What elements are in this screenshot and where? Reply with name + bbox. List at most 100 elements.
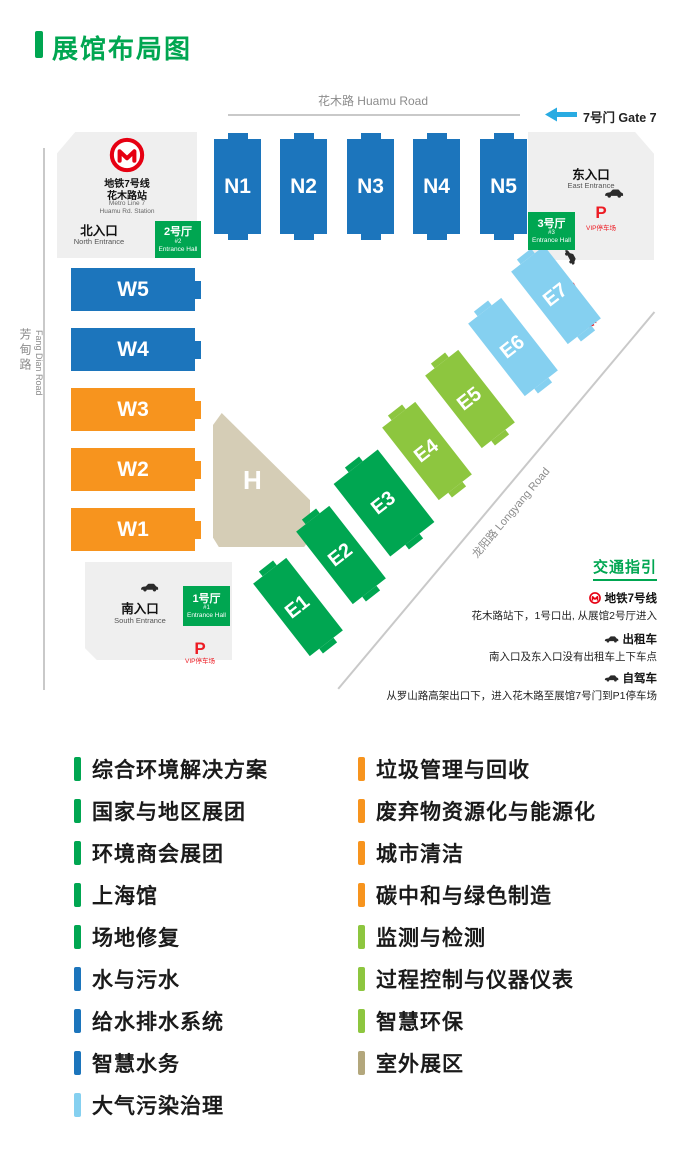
traffic-guide-title: 交通指引: [592, 556, 657, 581]
traffic-guide-drive-row: 自驾车: [604, 670, 658, 686]
legend-item: 城市清洁: [358, 840, 596, 866]
traffic-guide-metro-label: 地铁7号线: [604, 593, 657, 605]
car-icon: [604, 188, 624, 198]
hall-e6-label: E6: [496, 330, 530, 363]
hall-e4-label: E4: [410, 434, 444, 467]
north-entrance-label-cn: 北入口: [80, 224, 118, 238]
legend-color-bar: [74, 966, 81, 991]
hall-n4: N4: [413, 133, 460, 240]
legend-item: 国家与地区展团: [74, 798, 268, 824]
fangdian-road-label-cn: 芳甸路: [18, 328, 32, 373]
legend-right-column: 垃圾管理与回收 废弃物资源化与能源化 城市清洁 碳中和与绿色制造 监测与检测 过…: [358, 756, 596, 1076]
hall-h-label: H: [243, 465, 262, 495]
east-entrance-label-en: East Entrance: [567, 181, 615, 190]
legend-item: 废弃物资源化与能源化: [358, 798, 596, 824]
legend-item: 碳中和与绿色制造: [358, 882, 596, 908]
entrance-hall-2: 2号厅 #2 Entrance Hall: [155, 221, 201, 258]
entrance-hall-3-number: #3: [548, 230, 555, 237]
legend-label: 综合环境解决方案: [92, 758, 268, 782]
hall-h: H: [213, 413, 310, 547]
legend-color-bar: [74, 1092, 81, 1117]
entrance-hall-1: 1号厅 #1 Entrance Hall: [183, 586, 230, 626]
fangdian-road-line: [43, 148, 45, 690]
car-icon: [604, 635, 619, 643]
gate7-arrow-icon: [545, 107, 577, 122]
vip-parking-label-east: VIP停车场: [586, 225, 616, 232]
page-title: 展馆布局图: [52, 34, 193, 64]
legend-label: 环境商会展团: [92, 842, 224, 866]
legend-color-bar: [358, 798, 365, 823]
vip-parking-label-south: VIP停车场: [185, 658, 215, 665]
legend-color-bar: [74, 1050, 81, 1075]
car-icon: [140, 582, 159, 592]
legend-label: 场地修复: [92, 926, 180, 950]
entrance-hall-3: 3号厅 #3 Entrance Hall: [528, 212, 575, 250]
hall-w2: W2: [71, 448, 201, 491]
legend-label: 给水排水系统: [92, 1010, 224, 1034]
legend-label: 上海馆: [92, 884, 158, 908]
legend-color-bar: [74, 1008, 81, 1033]
traffic-guide-taxi-row: 出租车: [604, 631, 657, 647]
legend-left-column: 综合环境解决方案 国家与地区展团 环境商会展团 上海馆 场地修复 水与污水 给水…: [74, 756, 268, 1118]
hall-n1: N1: [214, 133, 261, 240]
entrance-hall-3-name: 3号厅: [537, 217, 566, 230]
traffic-guide-metro-desc: 花木路站下，1号口出, 从展馆2号厅进入: [471, 610, 657, 622]
legend-color-bar: [74, 756, 81, 781]
hall-e2-label: E2: [324, 538, 358, 571]
hall-w4: W4: [71, 328, 201, 371]
entrance-hall-1-number: #1: [203, 605, 210, 612]
legend-item: 智慧水务: [74, 1050, 268, 1076]
hall-e7-label: E7: [539, 278, 573, 311]
south-entrance-label-cn: 南入口: [121, 602, 159, 616]
legend-color-bar: [358, 882, 365, 907]
entrance-hall-3-en: Entrance Hall: [531, 237, 572, 245]
hall-n3: N3: [347, 133, 394, 240]
metro-station-name-en2: Huamu Rd. Station: [99, 208, 155, 215]
legend-label: 监测与检测: [376, 926, 486, 950]
legend-color-bar: [358, 1050, 365, 1075]
metro-station-name-cn2: 花木路站: [107, 191, 147, 202]
legend-label: 室外展区: [376, 1052, 464, 1076]
legend-color-bar: [74, 840, 81, 865]
legend-item: 环境商会展团: [74, 840, 268, 866]
legend-item: 给水排水系统: [74, 1008, 268, 1034]
vip-parking-p-east: P: [595, 203, 607, 222]
vip-parking-p-south: P: [194, 639, 206, 658]
legend-color-bar: [74, 798, 81, 823]
traffic-guide-drive-desc: 从罗山路高架出口下，进入花木路至展馆7号门到P1停车场: [386, 690, 657, 702]
legend-color-bar: [358, 840, 365, 865]
legend-color-bar: [74, 924, 81, 949]
entrance-hall-1-name: 1号厅: [192, 592, 221, 605]
p1-car-icon: [563, 246, 579, 266]
legend-label: 智慧水务: [92, 1052, 180, 1076]
east-entrance-label-cn: 东入口: [572, 168, 610, 182]
south-entrance-label-en: South Entrance: [114, 616, 166, 625]
north-entrance-label-en: North Entrance: [73, 237, 125, 246]
legend-label: 水与污水: [92, 968, 180, 992]
legend-label: 碳中和与绿色制造: [376, 884, 552, 908]
legend-item: 场地修复: [74, 924, 268, 950]
legend-label: 过程控制与仪器仪表: [376, 968, 574, 992]
hall-w1: W1: [71, 508, 201, 551]
entrance-hall-2-en: Entrance Hall: [158, 245, 198, 253]
traffic-guide-drive-label: 自驾车: [622, 673, 658, 685]
hall-e5-label: E5: [453, 382, 487, 415]
metro-icon: [588, 592, 601, 604]
legend-item: 上海馆: [74, 882, 268, 908]
legend-color-bar: [74, 882, 81, 907]
legend-color-bar: [358, 924, 365, 949]
gate7-label: 7号门 Gate 7: [583, 111, 657, 125]
entrance-hall-2-name: 2号厅: [163, 226, 193, 238]
metro-station-name-en1: Metro Line 7: [108, 200, 146, 207]
huamu-road-label: 花木路 Huamu Road: [317, 94, 429, 108]
legend-item: 监测与检测: [358, 924, 596, 950]
legend-item: 过程控制与仪器仪表: [358, 966, 596, 992]
legend-item: 室外展区: [358, 1050, 596, 1076]
metro-logo-icon: [109, 137, 145, 173]
north-entrance-area: 地铁7号线 花木路站 Metro Line 7 Huamu Rd. Statio…: [57, 132, 197, 258]
traffic-guide-metro-row: 地铁7号线: [588, 590, 657, 606]
hall-w5: W5: [71, 268, 201, 311]
traffic-guide-taxi-desc: 南入口及东入口没有出租车上下车点: [489, 651, 657, 663]
legend-item: 大气污染治理: [74, 1092, 268, 1118]
legend-item: 水与污水: [74, 966, 268, 992]
